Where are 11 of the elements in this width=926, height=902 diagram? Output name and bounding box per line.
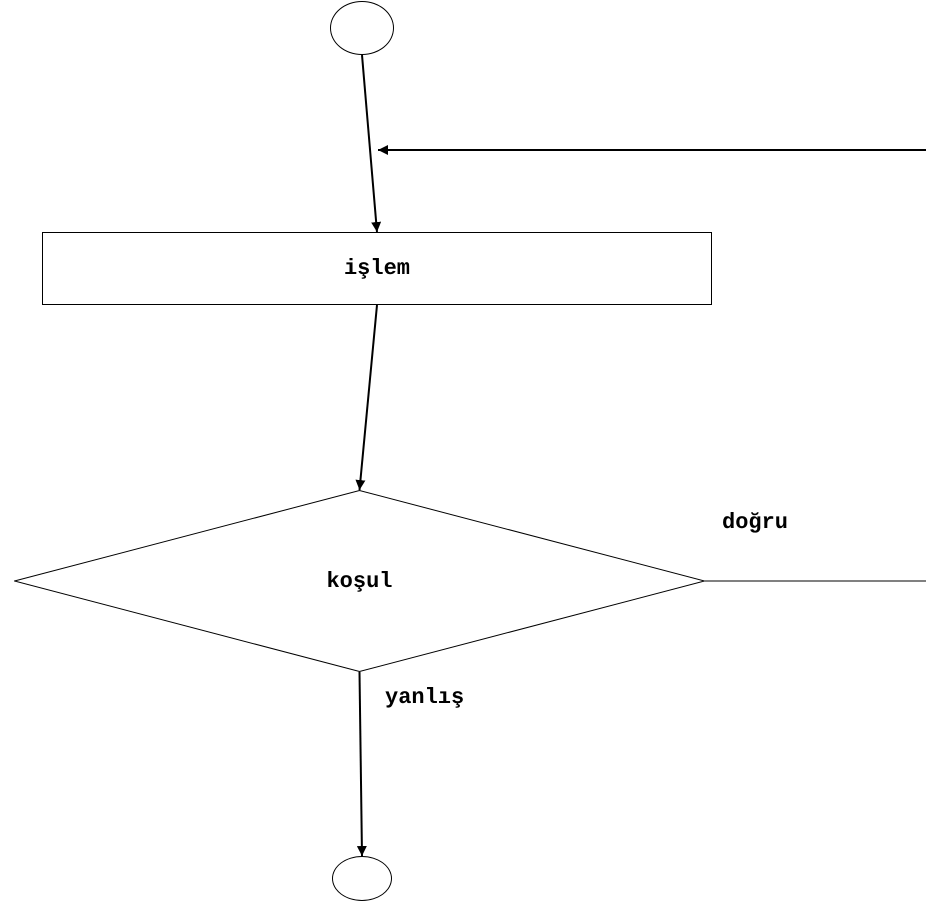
connector-line: [704, 580, 926, 582]
node-text: koşul: [326, 568, 392, 594]
node-text: işlem: [344, 256, 410, 281]
decision-diamond: [14, 490, 705, 672]
arrow: [378, 145, 926, 155]
arrow: [356, 672, 367, 856]
arrow: [361, 54, 382, 232]
edge-label: doğru: [722, 510, 788, 535]
process-box: [42, 232, 712, 305]
arrow: [355, 304, 378, 490]
edge-label: yanlış: [385, 685, 464, 710]
